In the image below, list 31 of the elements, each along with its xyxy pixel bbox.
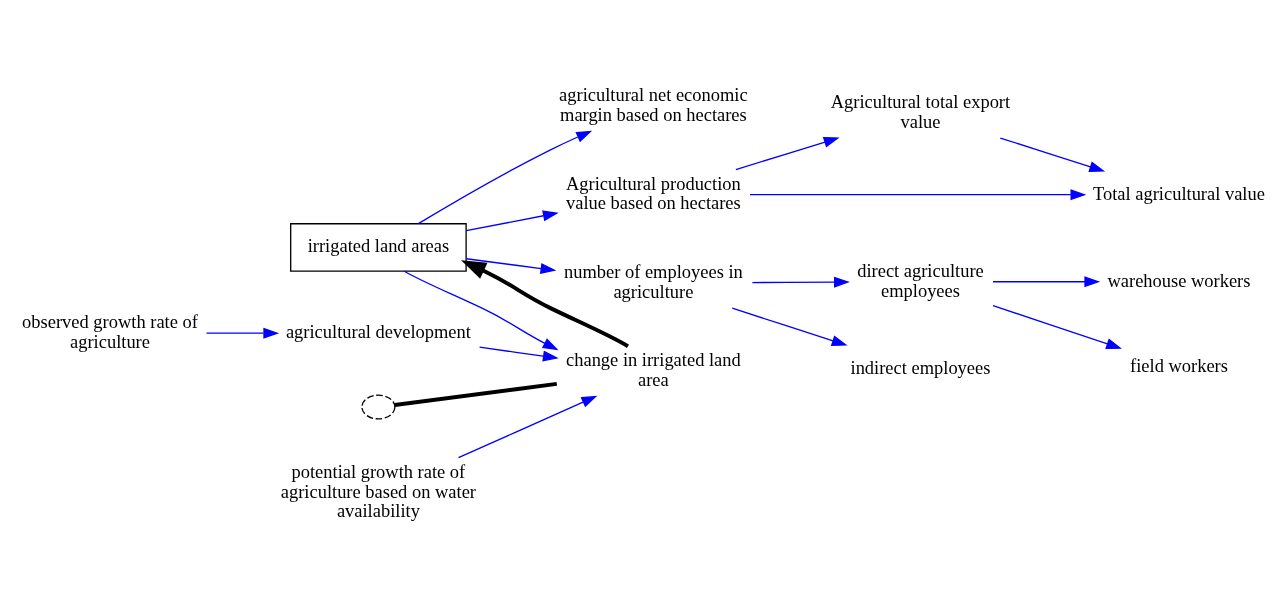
arrow — [749, 188, 1087, 200]
arrow — [205, 327, 280, 339]
node-text: agricultural development — [285, 321, 471, 342]
node-box: irrigated land areas — [290, 222, 467, 272]
arrow — [403, 270, 559, 350]
arrow — [478, 346, 559, 362]
node-text: field workers — [1130, 355, 1228, 376]
arrow — [751, 276, 850, 288]
arrow — [457, 395, 598, 458]
node-cloud — [361, 394, 396, 420]
node-text: number of employees in agriculture — [563, 261, 743, 302]
arrow — [992, 275, 1101, 287]
connector — [394, 381, 558, 407]
node-text: Total agricultural value — [1093, 183, 1265, 204]
node-text: potential growth rate of agriculture based on water availability — [280, 461, 477, 521]
arrow — [461, 259, 629, 348]
node-text: warehouse workers — [1107, 270, 1251, 291]
node-text: change in irrigated land area — [566, 349, 741, 390]
arrow — [992, 304, 1122, 349]
node-text: indirect employees — [850, 357, 991, 378]
arrow — [465, 209, 559, 231]
node-text: agricultural net economic margin based on hectares — [559, 84, 748, 125]
arrow — [465, 257, 557, 274]
arrow — [735, 136, 840, 170]
arrow — [417, 130, 593, 224]
arrow — [999, 136, 1106, 172]
node-text: Agricultural total export value — [830, 91, 1011, 132]
arrow — [731, 307, 848, 346]
node-text: observed growth rate of agriculture — [22, 311, 198, 352]
node-text: direct agriculture employees — [857, 260, 984, 301]
node-text: Agricultural production value based on hectares — [566, 173, 741, 213]
